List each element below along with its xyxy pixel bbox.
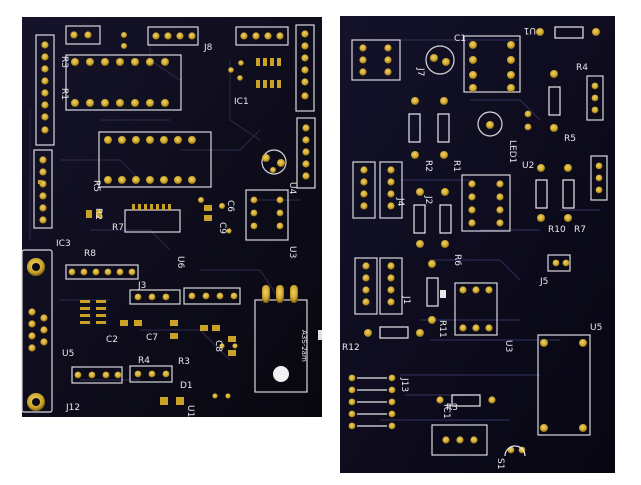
label-j5-right: J5 [539, 277, 548, 287]
label-u3-right: U3 [503, 340, 513, 352]
label-c9-left: C9 [217, 222, 227, 234]
label-r4-right: R4 [576, 63, 588, 73]
label-led1-right: LED1 [507, 140, 517, 163]
label-c2-left: C2 [106, 335, 118, 345]
label-j13-right: J13 [399, 377, 409, 392]
label-ic1-left: IC1 [234, 97, 249, 107]
label-r4-left: R4 [138, 356, 150, 366]
right-board: C1 U1 J7 R4 R5 R2 R1 LED1 U2 J4 J2 R10 R… [340, 16, 615, 473]
label-r7-right: R7 [574, 225, 586, 235]
label-c6-left: C6 [225, 200, 235, 212]
label-j3-left: J3 [137, 281, 146, 291]
label-ic3-left: IC3 [56, 239, 71, 249]
label-r3-right: R3 [446, 403, 458, 413]
label-c8-left: C8 [213, 340, 223, 352]
label-r3-left: R3 [59, 56, 69, 68]
label-j4-right: J4 [395, 197, 405, 207]
label-r10-right: R10 [548, 225, 566, 235]
label-r5-right: R5 [564, 134, 576, 144]
label-r6-right: R6 [452, 254, 462, 266]
label-c7-left: C7 [146, 333, 158, 343]
label-r2-right: R2 [423, 160, 433, 172]
label-r8-left: R8 [84, 249, 96, 259]
label-r1-right: R1 [451, 160, 461, 172]
label-u1-right: U1 [524, 25, 536, 35]
label-j12-left: J12 [65, 403, 80, 413]
label-j8-left: J8 [203, 43, 213, 53]
label-r7-left: R7 [112, 223, 124, 233]
label-u4-left: U4 [287, 182, 297, 195]
label-u2-right: U2 [522, 161, 534, 171]
label-regulator-left: A3S-2am [300, 330, 308, 362]
label-u3-left: U3 [287, 246, 297, 258]
label-u6-left: U6 [175, 256, 185, 269]
label-r2-left: R2 [93, 208, 103, 220]
label-r12-right: R12 [342, 343, 360, 353]
label-u5-right: U5 [590, 323, 602, 333]
label-r11-right: R11 [437, 320, 447, 338]
left-board: R3 R1 J8 IC1 R5 R2 U4 R7 C6 C9 IC3 R8 U6… [21, 17, 322, 417]
label-j7-right: J7 [415, 67, 425, 76]
label-c1-right: C1 [454, 34, 466, 44]
label-u5-left: U5 [62, 349, 74, 359]
label-j1-right: J1 [401, 295, 411, 304]
label-r1-left: R1 [59, 88, 69, 100]
label-s1-right: S1 [495, 458, 505, 469]
label-j2-right: J2 [423, 195, 433, 204]
label-ic1-right: IC1 [441, 404, 451, 419]
label-r5-left: R5 [91, 180, 101, 192]
label-d1-left: D1 [180, 381, 193, 391]
label-r3b-left: R3 [178, 357, 190, 367]
label-u1-left: U1 [185, 405, 195, 417]
